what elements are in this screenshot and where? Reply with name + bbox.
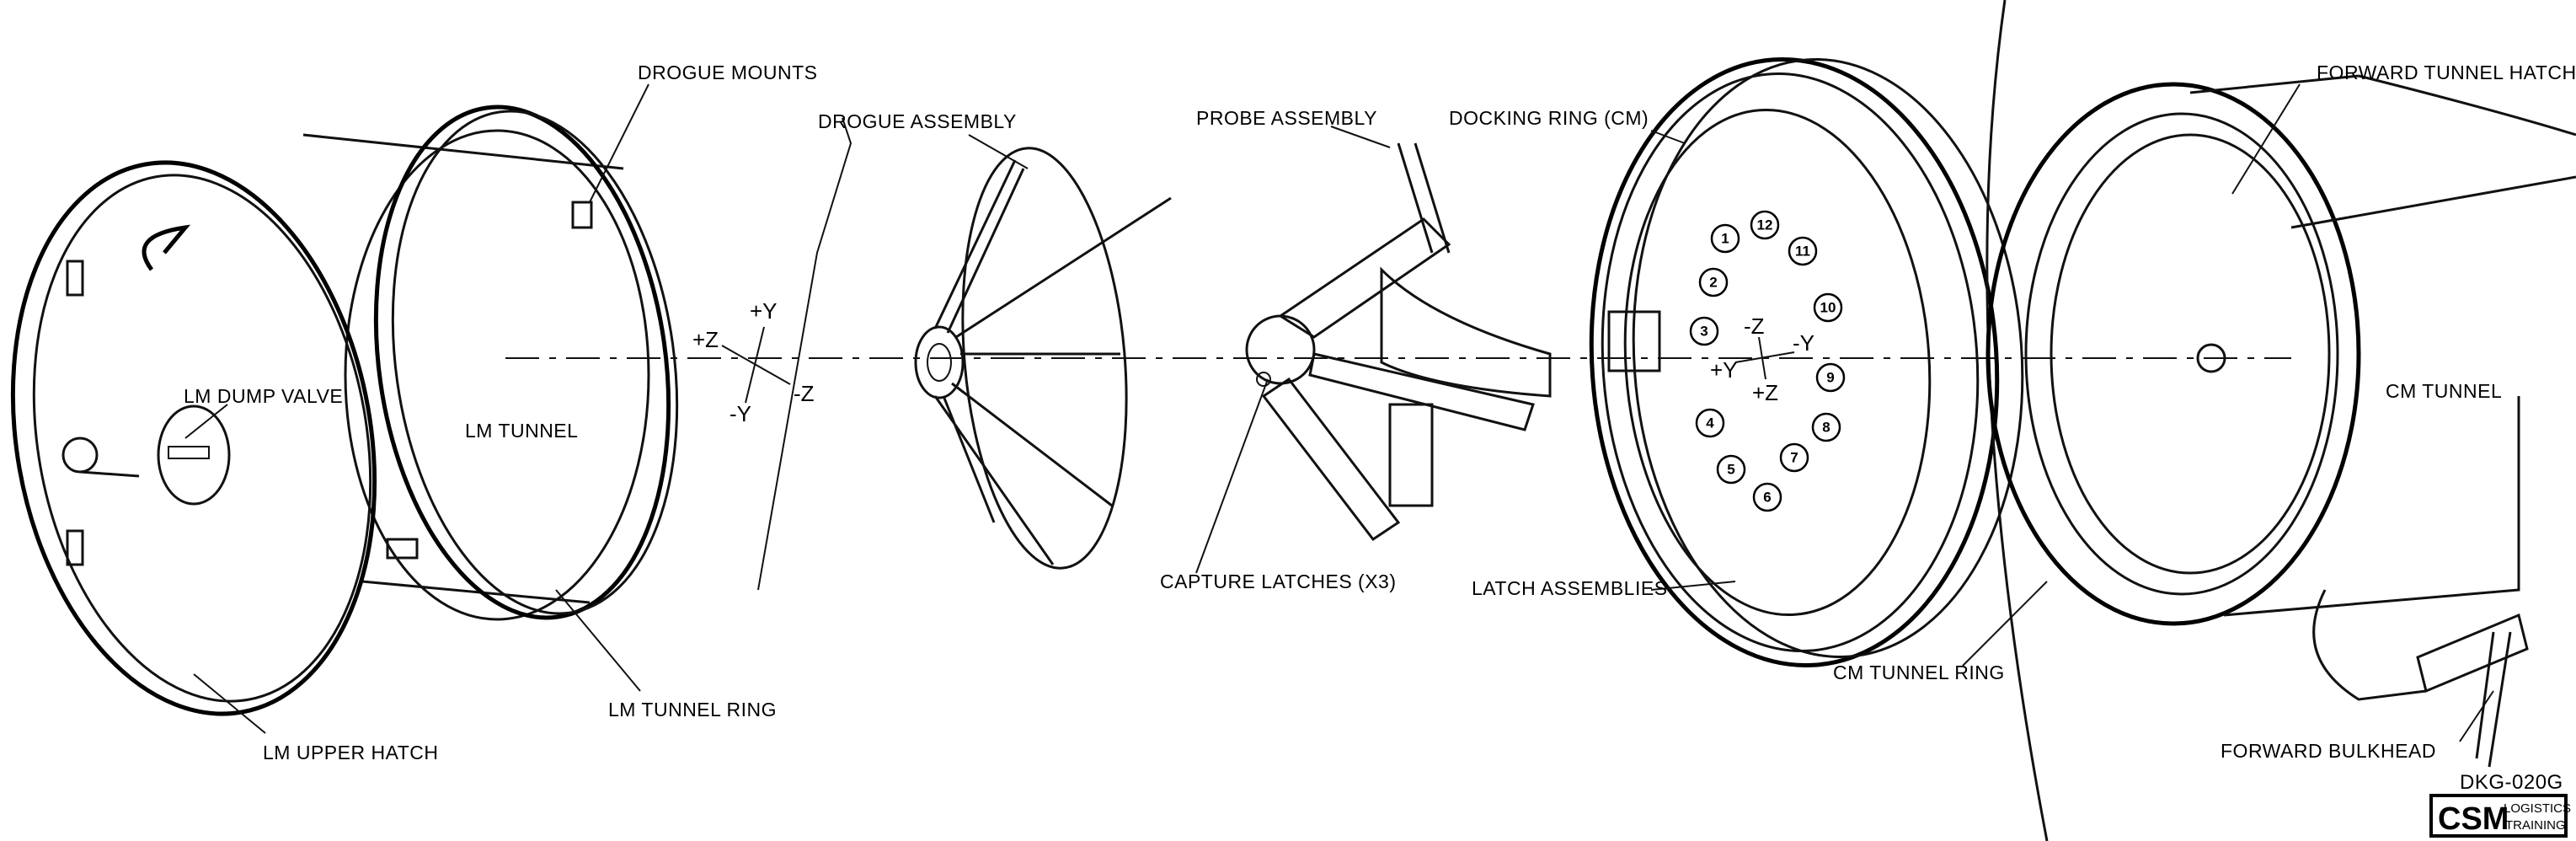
callout-number: 11 <box>1795 244 1810 260</box>
drogue-assembly <box>914 147 1172 570</box>
label-cm-tunnel-ring: CM TUNNEL RING <box>1833 662 2005 683</box>
csm-logistics-training-logo: CSM LOGISTICS TRAINING <box>2429 794 2571 838</box>
lm-tunnel <box>302 104 679 621</box>
label-docking-ring: DOCKING RING (CM) <box>1449 107 1649 129</box>
callout-number: 2 <box>1709 275 1717 291</box>
docking-ring <box>1589 56 2024 668</box>
label-cm-tunnel: CM TUNNEL <box>2386 380 2502 402</box>
callout-circle <box>1752 482 1782 512</box>
label-capture-latches: CAPTURE LATCHES (X3) <box>1160 570 1397 592</box>
latch-callout-9: 9 <box>1815 362 1846 393</box>
label-drogue-assembly: DROGUE ASSEMBLY <box>818 110 1017 132</box>
cm-tunnel <box>1985 0 2576 841</box>
latch-callout-3: 3 <box>1689 316 1719 346</box>
callout-circle <box>1695 408 1725 438</box>
logo-line2: TRAINING <box>2505 818 2566 833</box>
callout-circle <box>1779 442 1809 473</box>
latch-callout-5: 5 <box>1716 454 1746 485</box>
forward-tunnel-hatch <box>2050 133 2331 575</box>
latch-callout-1: 1 <box>1710 223 1740 254</box>
probe-assembly <box>1245 142 1552 542</box>
ring-axis-plus-y: +Y <box>1710 357 1738 383</box>
label-lm-tunnel: LM TUNNEL <box>465 420 578 442</box>
label-forward-tunnel-hatch: FORWARD TUNNEL HATCH <box>2317 62 2576 83</box>
logo-csm: CSM <box>2438 801 2509 837</box>
callout-circle <box>1710 223 1740 254</box>
latch-callout-4: 4 <box>1695 408 1725 438</box>
latch-callout-6: 6 <box>1752 482 1782 512</box>
label-latch-assemblies: LATCH ASSEMBLIES <box>1472 577 1668 599</box>
callout-number: 9 <box>1826 370 1834 386</box>
latch-callout-10: 10 <box>1813 292 1843 323</box>
lm-axis-plus-y: +Y <box>750 298 778 324</box>
lm-upper-hatch <box>10 160 377 716</box>
label-lm-tunnel-ring: LM TUNNEL RING <box>608 699 777 720</box>
lm-axis-triad <box>721 326 791 404</box>
callout-circle <box>1698 267 1729 297</box>
callout-circle <box>1716 454 1746 485</box>
callout-number: 1 <box>1721 231 1729 247</box>
latch-callout-7: 7 <box>1779 442 1809 473</box>
drawing-id: DKG-020G <box>2460 771 2563 794</box>
callout-number: 5 <box>1727 462 1734 478</box>
callout-circle <box>1811 412 1841 442</box>
drogue-mount-lower <box>386 538 419 560</box>
label-lm-dump-valve: LM DUMP VALVE <box>184 385 343 407</box>
callout-number: 3 <box>1700 324 1708 340</box>
label-lm-upper-hatch: LM UPPER HATCH <box>263 742 439 763</box>
label-drogue-mounts: DROGUE MOUNTS <box>638 62 818 83</box>
lm-axis-minus-y: -Y <box>730 401 751 426</box>
callout-circle <box>1750 210 1780 240</box>
ring-axis-plus-z: +Z <box>1752 380 1778 405</box>
callout-circle <box>1689 316 1719 346</box>
lm-axis-plus-z: +Z <box>692 327 719 352</box>
ring-axis-minus-y: -Y <box>1793 330 1814 356</box>
latch-callout-11: 11 <box>1788 236 1818 266</box>
label-probe-assembly: PROBE ASSEMBLY <box>1196 107 1377 129</box>
callout-circle <box>1788 236 1818 266</box>
lm-dump-valve <box>157 404 231 506</box>
latch-callout-12: 12 <box>1750 210 1780 240</box>
lm-axis-minus-z: -Z <box>794 381 815 406</box>
label-forward-bulkhead: FORWARD BULKHEAD <box>2221 740 2436 762</box>
forward-bulkhead <box>2416 613 2529 694</box>
drogue-mount-upper <box>571 201 593 229</box>
callout-circle <box>1813 292 1843 323</box>
callout-number: 12 <box>1757 217 1773 233</box>
callout-number: 4 <box>1706 415 1714 431</box>
callout-circle <box>1815 362 1846 393</box>
hatch-open-arrow <box>142 224 191 271</box>
callout-number: 7 <box>1790 450 1798 466</box>
callout-number: 6 <box>1763 490 1771 506</box>
callout-number: 8 <box>1822 420 1830 436</box>
latch-callout-2: 2 <box>1698 267 1729 297</box>
ring-axis-triad <box>1734 336 1795 380</box>
leader-lines <box>184 83 2494 742</box>
latch-callout-8: 8 <box>1811 412 1841 442</box>
logo-line1: LOGISTICS <box>2504 801 2571 816</box>
callout-number: 10 <box>1820 300 1836 316</box>
ring-axis-minus-z: -Z <box>1744 313 1765 339</box>
